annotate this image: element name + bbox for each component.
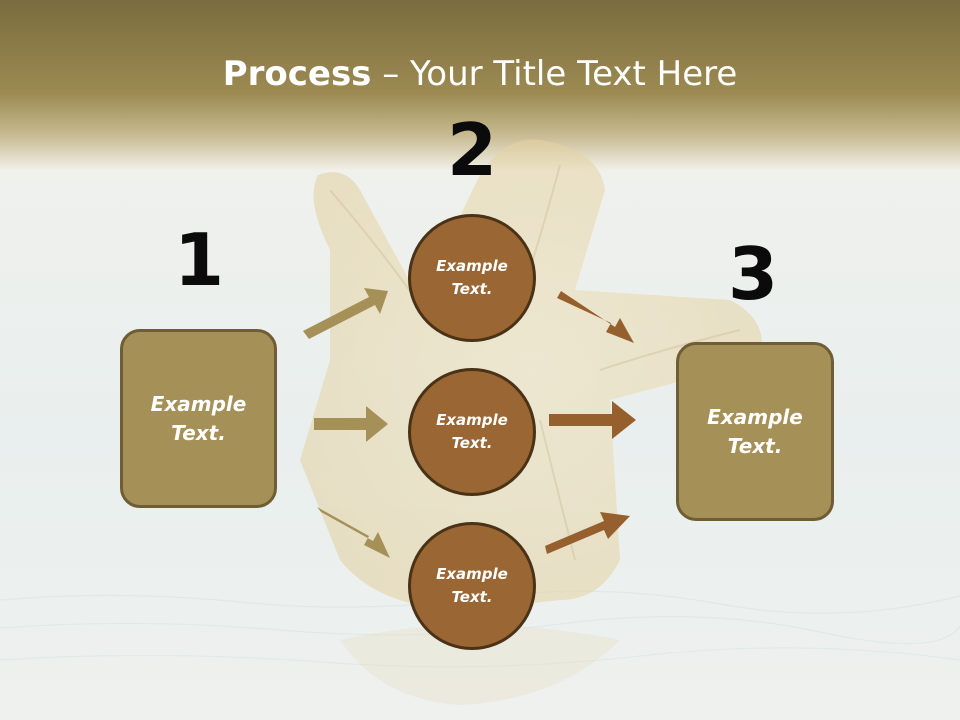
step-number-2: 2 <box>446 108 498 192</box>
title-rest: – Your Title Text Here <box>371 54 738 94</box>
arrows-left-group <box>303 288 390 558</box>
right-box-text: Example Text. <box>707 404 803 458</box>
slide-title: Process – Your Title Text Here <box>0 52 960 96</box>
right-step-box[interactable]: Example Text. <box>676 342 834 521</box>
left-step-box[interactable]: Example Text. <box>120 329 277 508</box>
step-number-3: 3 <box>727 232 779 316</box>
circle-node-3[interactable]: Example Text. <box>408 522 536 650</box>
arrow-circle-1-to-right <box>557 291 634 343</box>
arrow-left-to-circle-2 <box>314 406 388 442</box>
arrow-circle-2-to-right <box>549 401 636 439</box>
circle-1-text: Example Text. <box>436 257 508 298</box>
step-number-1: 1 <box>173 218 225 302</box>
title-bold: Process <box>222 54 372 94</box>
arrows-right-group <box>545 291 636 554</box>
circle-3-text: Example Text. <box>436 565 508 606</box>
circle-node-1[interactable]: Example Text. <box>408 214 536 342</box>
circle-node-2[interactable]: Example Text. <box>408 368 536 496</box>
arrow-circle-3-to-right <box>545 512 630 554</box>
left-box-text: Example Text. <box>150 391 247 445</box>
circle-2-text: Example Text. <box>436 411 508 452</box>
arrow-left-to-circle-1 <box>303 288 388 339</box>
arrow-left-to-circle-3 <box>317 507 390 558</box>
